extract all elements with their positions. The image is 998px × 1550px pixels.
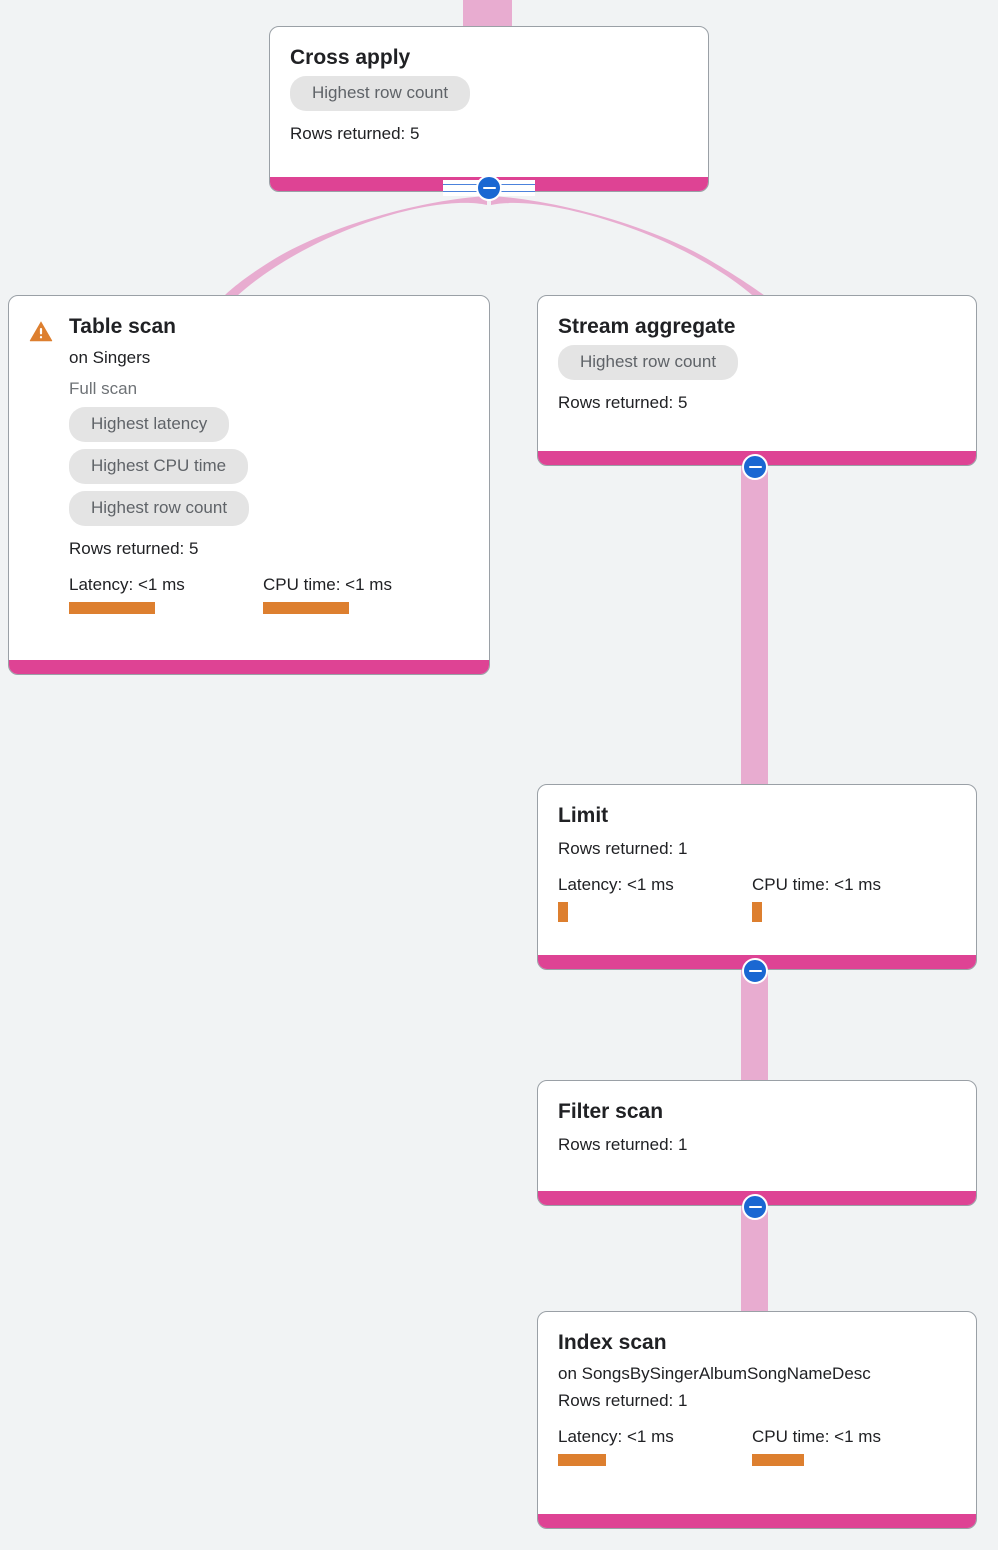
node-rows-returned: Rows returned: 5 bbox=[69, 539, 199, 558]
node-table-scan-body: Table scan on Singers Full scan Highest … bbox=[9, 296, 489, 630]
node-cross-apply-header: Cross apply bbox=[290, 45, 688, 71]
metric-cpu-time: CPU time: <1 ms bbox=[263, 574, 392, 614]
metric-latency: Latency: <1 ms bbox=[69, 574, 263, 614]
metric-cpu-time-bar bbox=[752, 1454, 804, 1466]
node-stream-aggregate[interactable]: Stream aggregate Highest row count Rows … bbox=[537, 295, 977, 466]
chip-highest-row-count: Highest row count bbox=[69, 491, 250, 526]
node-accent-bar bbox=[9, 660, 489, 674]
node-table-scan-chips: Highest latency Highest CPU time Highest… bbox=[69, 407, 469, 533]
metric-cpu-time-bar bbox=[263, 602, 349, 614]
node-index-scan-metrics: Latency: <1 ms CPU time: <1 ms bbox=[558, 1426, 956, 1466]
metric-cpu-time-bar bbox=[752, 902, 762, 922]
edge-limit-to-filter-scan bbox=[741, 970, 768, 1082]
node-subtitle: on Singers bbox=[69, 348, 151, 367]
metric-latency-bar bbox=[69, 602, 155, 614]
metric-latency-label: Latency: <1 ms bbox=[558, 1427, 674, 1446]
minus-circle-icon bbox=[482, 186, 496, 190]
node-rows-returned: Rows returned: 5 bbox=[558, 393, 688, 412]
edge-into-cross-apply bbox=[463, 0, 512, 27]
node-limit-body: Limit Rows returned: 1 Latency: <1 ms CP… bbox=[538, 785, 976, 938]
node-cross-apply-body: Cross apply Highest row count Rows retur… bbox=[270, 27, 708, 163]
node-filter-scan-body: Filter scan Rows returned: 1 bbox=[538, 1081, 976, 1174]
metric-cpu-time-label: CPU time: <1 ms bbox=[752, 1427, 881, 1446]
metric-cpu-time: CPU time: <1 ms bbox=[752, 874, 881, 922]
minus-circle-icon bbox=[748, 1205, 762, 1209]
node-limit[interactable]: Limit Rows returned: 1 Latency: <1 ms CP… bbox=[537, 784, 977, 970]
chip-highest-row-count: Highest row count bbox=[558, 345, 739, 380]
node-index-scan[interactable]: Index scan on SongsBySingerAlbumSongName… bbox=[537, 1311, 977, 1529]
edge-cross-apply-to-table-scan bbox=[223, 196, 487, 310]
metric-latency-label: Latency: <1 ms bbox=[558, 875, 674, 894]
metric-latency-bar bbox=[558, 902, 568, 922]
node-scan-type: Full scan bbox=[69, 379, 138, 398]
node-stream-aggregate-body: Stream aggregate Highest row count Rows … bbox=[538, 296, 976, 432]
node-title: Stream aggregate bbox=[558, 315, 736, 338]
node-title: Table scan bbox=[69, 315, 176, 338]
node-accent-bar bbox=[538, 1514, 976, 1528]
edge-stream-aggregate-to-limit bbox=[741, 466, 768, 786]
collapse-button-limit[interactable] bbox=[742, 958, 768, 984]
metric-cpu-time-label: CPU time: <1 ms bbox=[752, 875, 881, 894]
metric-cpu-time: CPU time: <1 ms bbox=[752, 1426, 881, 1466]
node-rows-returned: Rows returned: 1 bbox=[558, 1391, 688, 1410]
edge-filter-scan-to-index-scan bbox=[741, 1206, 768, 1313]
node-title: Limit bbox=[558, 804, 609, 827]
node-filter-scan[interactable]: Filter scan Rows returned: 1 bbox=[537, 1080, 977, 1206]
node-title: Filter scan bbox=[558, 1100, 664, 1123]
minus-circle-icon bbox=[748, 969, 762, 973]
node-table-scan[interactable]: Table scan on Singers Full scan Highest … bbox=[8, 295, 490, 675]
collapse-button-cross-apply[interactable] bbox=[476, 175, 502, 201]
metric-cpu-time-label: CPU time: <1 ms bbox=[263, 575, 392, 594]
chip-highest-row-count: Highest row count bbox=[290, 76, 471, 111]
node-table-scan-header: Table scan on Singers Full scan Highest … bbox=[29, 314, 469, 614]
node-rows-returned: Rows returned: 5 bbox=[290, 124, 420, 143]
node-subtitle: on SongsBySingerAlbumSongNameDesc bbox=[558, 1364, 871, 1383]
node-title: Index scan bbox=[558, 1331, 667, 1354]
node-table-scan-metrics: Latency: <1 ms CPU time: <1 ms bbox=[69, 574, 469, 614]
node-index-scan-body: Index scan on SongsBySingerAlbumSongName… bbox=[538, 1312, 976, 1482]
metric-latency-bar bbox=[558, 1454, 606, 1466]
node-stream-aggregate-chips: Highest row count bbox=[558, 345, 956, 387]
collapse-button-filter-scan[interactable] bbox=[742, 1194, 768, 1220]
warning-triangle-icon bbox=[29, 320, 53, 347]
collapse-button-stream-aggregate[interactable] bbox=[742, 454, 768, 480]
minus-circle-icon bbox=[748, 465, 762, 469]
edge-cross-apply-to-stream-aggregate bbox=[491, 196, 768, 310]
chip-highest-cpu-time: Highest CPU time bbox=[69, 449, 249, 484]
node-rows-returned: Rows returned: 1 bbox=[558, 1135, 688, 1154]
metric-latency: Latency: <1 ms bbox=[558, 874, 752, 922]
node-limit-metrics: Latency: <1 ms CPU time: <1 ms bbox=[558, 874, 956, 922]
node-cross-apply[interactable]: Cross apply Highest row count Rows retur… bbox=[269, 26, 709, 192]
node-rows-returned: Rows returned: 1 bbox=[558, 839, 688, 858]
metric-latency: Latency: <1 ms bbox=[558, 1426, 752, 1466]
node-cross-apply-chips: Highest row count bbox=[290, 76, 688, 118]
chip-highest-latency: Highest latency bbox=[69, 407, 230, 442]
node-title: Cross apply bbox=[290, 46, 411, 69]
metric-latency-label: Latency: <1 ms bbox=[69, 575, 185, 594]
